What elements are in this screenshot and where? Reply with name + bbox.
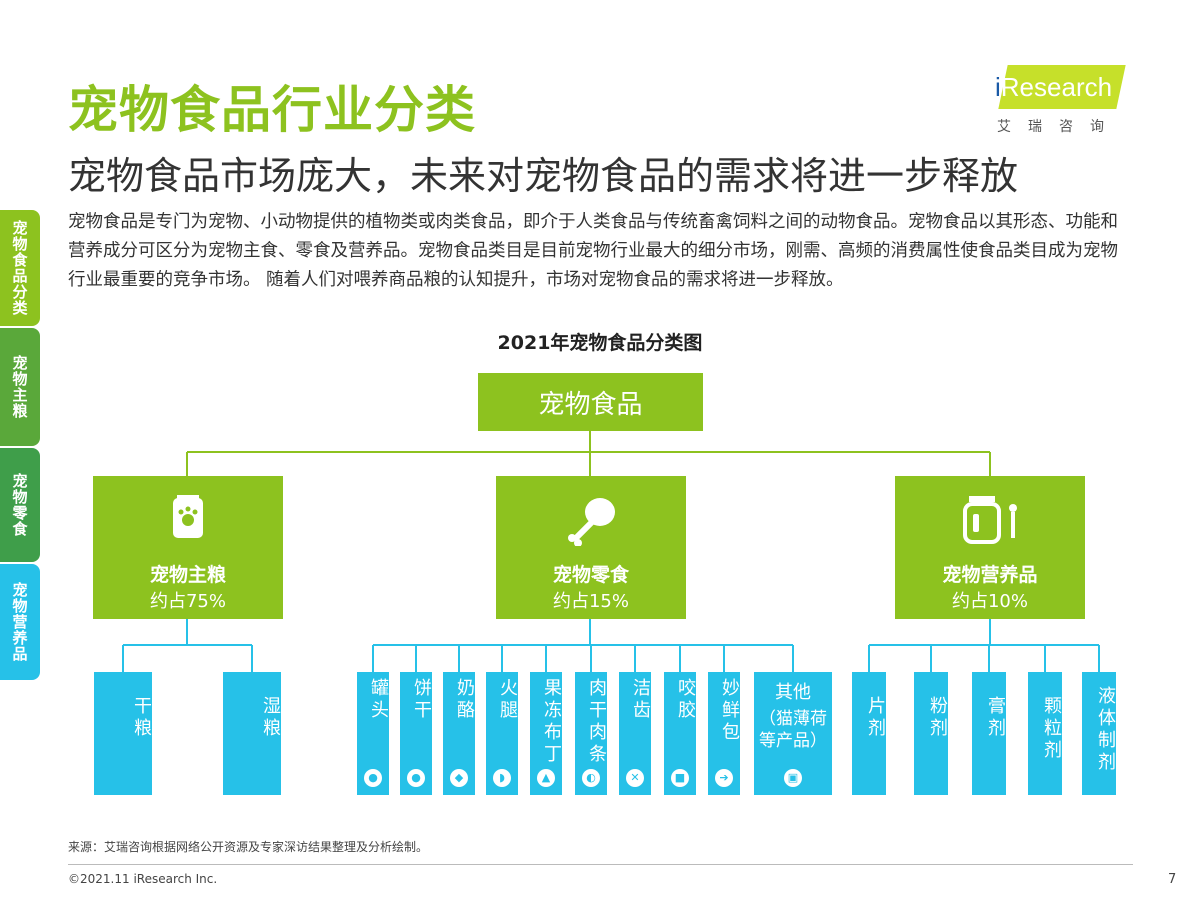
leaf-cheese: 奶酪◆ (443, 672, 475, 795)
leaf-ham: 火腿◗ (486, 672, 518, 795)
pouch-icon: ➔ (715, 769, 733, 787)
logo-cn: 艾瑞咨询 (997, 119, 1121, 135)
cookie-icon: ● (407, 769, 425, 787)
leaf-dry-food: 干粮 (94, 672, 152, 795)
category-name: 宠物零食 (552, 564, 629, 586)
supplement-jar-icon (895, 494, 1085, 544)
footer-divider (68, 864, 1133, 865)
leaf-liquid: 液体制剂 (1082, 672, 1116, 795)
leaf-other-note: （猫薄荷等产品） (759, 709, 827, 751)
leaf-other: 其他 （猫薄荷等产品） ▣ (754, 672, 832, 795)
leaf-wet-food: 湿粮 (223, 672, 281, 795)
meat-icon: ◐ (582, 769, 600, 787)
logo-text: iResearch (995, 72, 1113, 102)
page-number: 7 (1168, 872, 1177, 887)
diagram-title: 2021年宠物食品分类图 (497, 332, 703, 354)
page-title: 宠物食品行业分类 (68, 81, 476, 139)
pudding-icon: ▲ (537, 769, 555, 787)
category-share: 约占75% (149, 591, 226, 612)
chew-icon: ■ (671, 769, 689, 787)
ham-icon: ◗ (493, 769, 511, 787)
side-tab-food-categories[interactable]: 宠物食品分类 (0, 210, 40, 326)
source-note: 来源：艾瑞咨询根据网络公开资源及专家深访结果整理及分析绘制。 (68, 840, 429, 854)
category-share: 约占10% (951, 591, 1028, 612)
category-nutrition: 宠物营养品 约占10% (895, 476, 1085, 619)
leaf-pudding: 果冻布丁▲ (530, 672, 562, 795)
bone-icon: ✕ (626, 769, 644, 787)
side-tab-staple[interactable]: 宠物主粮 (0, 328, 40, 446)
leaf-chew: 咬胶■ (664, 672, 696, 795)
intro-paragraph: 宠物食品是专门为宠物、小动物提供的植物类或肉类食品，即介于人类食品与传统畜禽饲料… (68, 212, 1118, 290)
leaf-canned: 罐头● (357, 672, 389, 795)
leaf-pouch: 妙鲜包➔ (708, 672, 740, 795)
cheese-icon: ◆ (450, 769, 468, 787)
leaf-tablet: 片剂 (852, 672, 886, 795)
category-name: 宠物主粮 (149, 564, 226, 586)
drumstick-icon (496, 494, 686, 547)
page-subtitle: 宠物食品市场庞大，未来对宠物食品的需求将进一步释放 (68, 154, 1019, 198)
leaf-granule: 颗粒剂 (1028, 672, 1062, 795)
gift-icon: ▣ (784, 769, 802, 787)
leaf-other-label: 其他 (775, 682, 811, 703)
category-share: 约占15% (552, 591, 629, 612)
category-staple: 宠物主粮 约占75% (93, 476, 283, 619)
side-tab-snack[interactable]: 宠物零食 (0, 448, 40, 562)
category-name: 宠物营养品 (942, 564, 1038, 586)
leaf-jerky: 肉干肉条◐ (575, 672, 607, 795)
leaf-powder: 粉剂 (914, 672, 948, 795)
root-node: 宠物食品 (478, 373, 703, 431)
copyright: ©2021.11 iResearch Inc. (68, 872, 218, 886)
can-icon: ● (364, 769, 382, 787)
leaf-paste: 膏剂 (972, 672, 1006, 795)
iresearch-logo: iResearch 艾瑞咨询 (985, 62, 1145, 142)
side-tab-nutrition[interactable]: 宠物营养品 (0, 564, 40, 680)
category-snack: 宠物零食 约占15% (496, 476, 686, 619)
leaf-dental: 洁齿✕ (619, 672, 651, 795)
pet-food-bag-icon (93, 494, 283, 542)
leaf-biscuit: 饼干● (400, 672, 432, 795)
